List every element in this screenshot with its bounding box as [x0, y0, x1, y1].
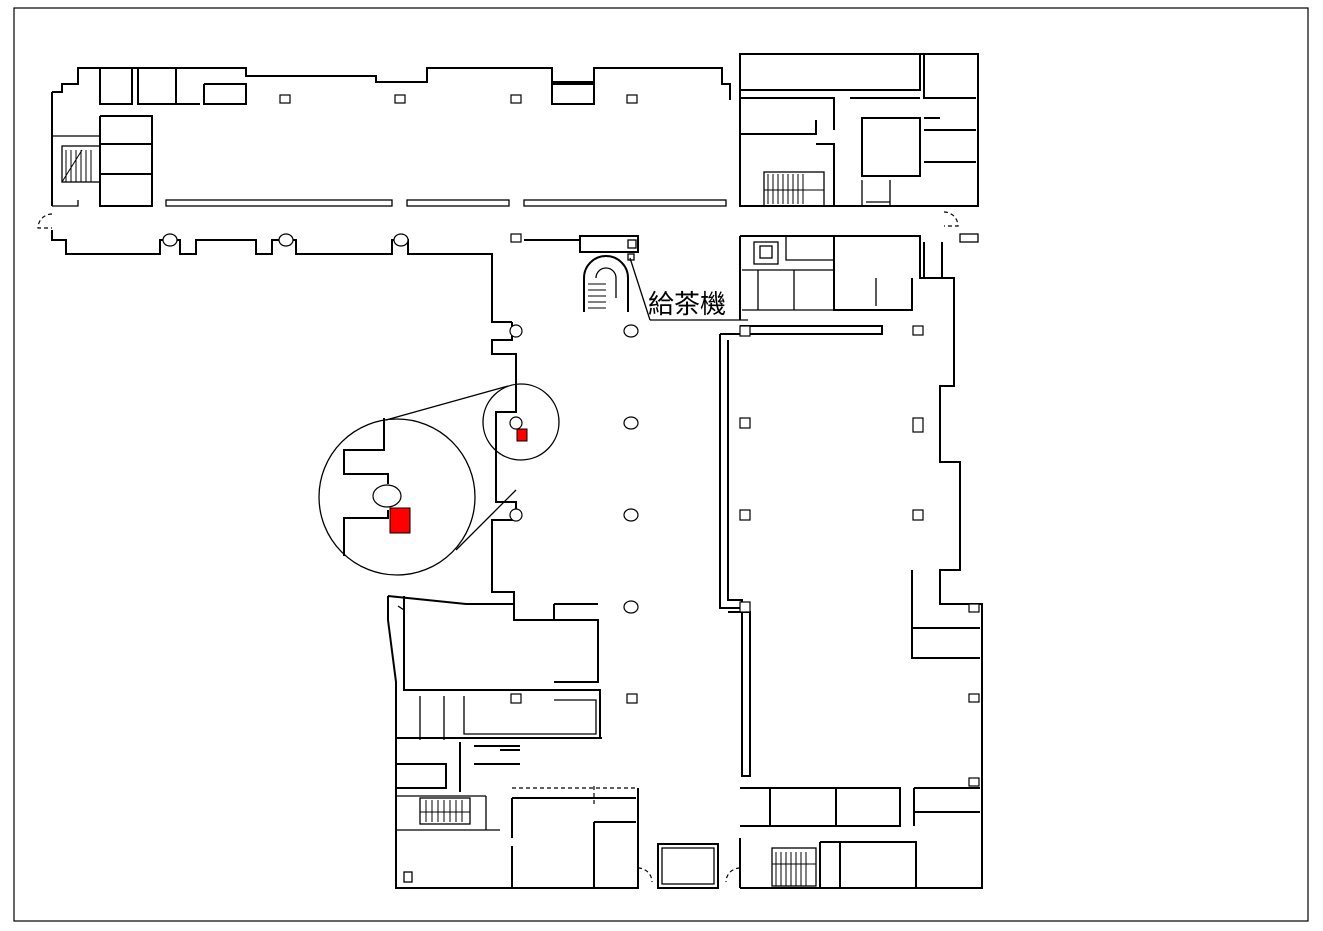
stair-southwest [419, 797, 471, 825]
location-marker-small [516, 428, 528, 442]
sheet-border [13, 7, 1309, 922]
tea-dispenser-callout: 給茶機 [629, 257, 748, 321]
east-wing [719, 300, 983, 889]
tea-dispenser-label: 給茶機 [648, 290, 726, 320]
central-stair [579, 235, 639, 312]
southwest-block [387, 595, 639, 889]
central-corridor [482, 322, 639, 704]
north-wing [37, 67, 731, 323]
northeast-block [739, 53, 979, 320]
stair-northeast [763, 171, 825, 207]
stair-southeast [771, 847, 817, 887]
location-marker-large [389, 507, 411, 534]
zoom-callout [318, 385, 517, 576]
south-entrance [637, 843, 741, 889]
stair-northwest [61, 145, 101, 183]
